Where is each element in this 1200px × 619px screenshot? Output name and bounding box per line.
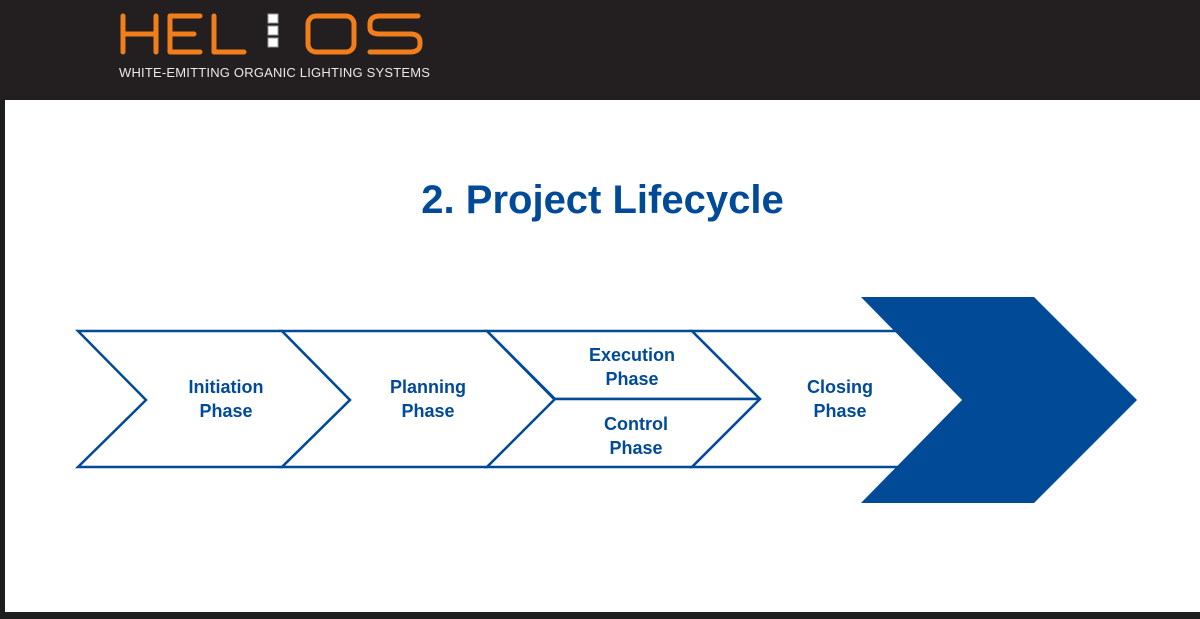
closing-phase-label: Closing Phase	[760, 375, 920, 423]
initiation-phase-line2: Phase	[199, 401, 253, 421]
initiation-phase-label: Initiation Phase	[146, 375, 306, 423]
logo-tagline: WHITE-EMITTING ORGANIC LIGHTING SYSTEMS	[119, 65, 431, 80]
execution-phase-line2: Phase	[605, 369, 659, 389]
initiation-phase-line1: Initiation	[188, 377, 264, 397]
planning-phase-line2: Phase	[401, 401, 455, 421]
slide-title: 2. Project Lifecycle	[421, 178, 784, 222]
control-phase-line2: Phase	[609, 438, 663, 458]
execution-phase-line1: Execution	[588, 345, 676, 365]
execution-phase-label: Execution Phase	[552, 343, 712, 391]
planning-phase-label: Planning Phase	[348, 375, 508, 423]
lifecycle-arrowhead	[861, 297, 1137, 503]
helios-logo-mark	[120, 13, 423, 55]
helios-logo	[118, 12, 438, 84]
planning-phase-line1: Planning	[390, 377, 466, 397]
closing-phase-line1: Closing	[807, 377, 873, 397]
control-phase-label: Control Phase	[556, 412, 716, 460]
bottom-bar	[0, 612, 1200, 619]
closing-phase-line2: Phase	[813, 401, 867, 421]
header-bar: WHITE-EMITTING ORGANIC LIGHTING SYSTEMS	[0, 0, 1200, 100]
control-phase-line1: Control	[604, 414, 668, 434]
